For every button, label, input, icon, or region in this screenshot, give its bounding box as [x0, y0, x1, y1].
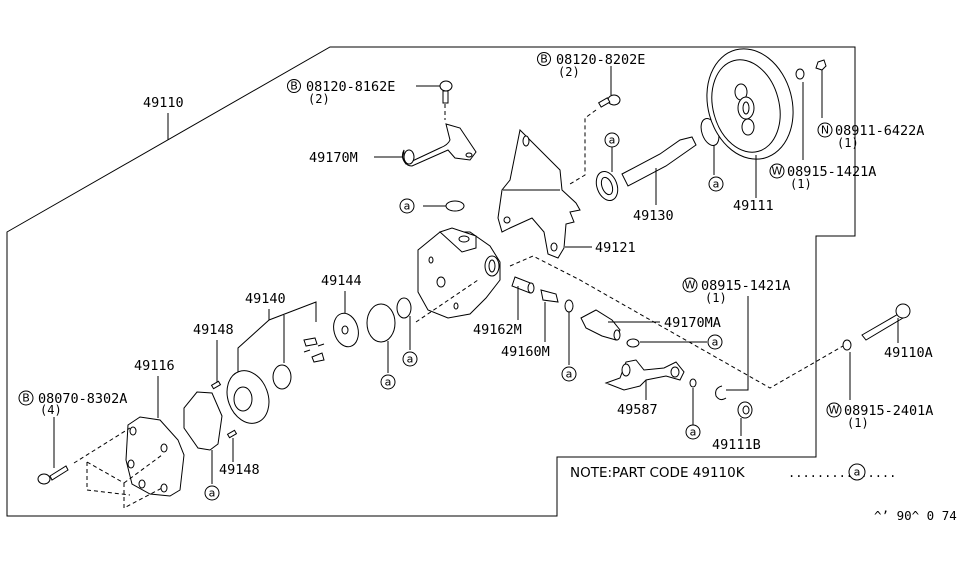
- fastener-w-08915-2401a[interactable]: W 08915-2401A (1): [826, 339, 933, 430]
- svg-text:08915-2401A: 08915-2401A: [844, 403, 933, 419]
- part-49144[interactable]: 49144: [321, 273, 362, 350]
- fastener-b-08120-8162e[interactable]: B 08120-8162E (2): [287, 79, 441, 106]
- svg-text:(2): (2): [558, 65, 580, 79]
- svg-text:49144: 49144: [321, 273, 362, 289]
- svg-text:B: B: [540, 53, 548, 66]
- o-ring-pipe: a: [685, 378, 701, 440]
- svg-text:(1): (1): [790, 177, 812, 191]
- svg-text:(1): (1): [837, 136, 859, 150]
- svg-text:49140: 49140: [245, 291, 286, 307]
- svg-text:(2): (2): [308, 92, 330, 106]
- part-49148-top[interactable]: 49148: [193, 322, 234, 390]
- part-49140[interactable]: 49140: [220, 291, 325, 429]
- svg-text:(1): (1): [847, 416, 869, 430]
- svg-text:a: a: [385, 376, 392, 389]
- svg-text:08915-1421A: 08915-1421A: [701, 278, 790, 294]
- part-49130[interactable]: a 49130: [592, 132, 697, 224]
- pump-body: [415, 227, 501, 323]
- assembly-boundary: [6, 46, 856, 517]
- svg-text:a: a: [854, 466, 861, 479]
- svg-text:08120-8162E: 08120-8162E: [306, 79, 395, 95]
- part-49110a[interactable]: 49110A: [861, 303, 933, 361]
- fastener-w-08915-1421a-top[interactable]: W 08915-1421A (1): [769, 68, 876, 191]
- fastener-w-08915-1421a-mid[interactable]: W 08915-1421A (1): [682, 277, 790, 401]
- svg-text:W: W: [685, 279, 696, 292]
- o-ring-connector: a: [626, 334, 723, 350]
- part-49111b[interactable]: 49111B: [712, 401, 761, 453]
- svg-text:49110A: 49110A: [884, 345, 933, 361]
- part-49587[interactable]: 49587: [604, 359, 685, 418]
- reference-code: ^’ 90^ 0 74: [874, 508, 957, 523]
- svg-text:49162M: 49162M: [473, 322, 522, 338]
- part-49111[interactable]: 49111: [695, 39, 805, 214]
- fastener-n-08911-6422a[interactable]: N 08911-6422A (1): [815, 59, 924, 150]
- fastener-b-08120-8202e[interactable]: B 08120-8202E (2): [537, 52, 646, 95]
- svg-text:B: B: [290, 80, 298, 93]
- svg-text:W: W: [772, 165, 783, 178]
- svg-text:49110: 49110: [143, 95, 184, 111]
- fastener-b-08070-8302a[interactable]: B 08070-8302A (4): [18, 390, 127, 485]
- svg-text:49111B: 49111B: [712, 437, 761, 453]
- svg-text:08070-8302A: 08070-8302A: [38, 391, 127, 407]
- svg-text:B: B: [22, 392, 30, 405]
- gasket: a: [183, 391, 223, 501]
- svg-text:49130: 49130: [633, 208, 674, 224]
- svg-text:N: N: [821, 124, 829, 137]
- o-ring-valve: a: [561, 299, 577, 382]
- svg-text:(1): (1): [705, 291, 727, 305]
- part-49170ma[interactable]: 49170MA: [580, 309, 721, 341]
- svg-text:08911-6422A: 08911-6422A: [835, 123, 924, 139]
- svg-text:a: a: [566, 368, 573, 381]
- bolt-icon-2: [569, 94, 621, 185]
- svg-text:a: a: [209, 487, 216, 500]
- label-49110[interactable]: 49110: [143, 95, 184, 140]
- kit-marker-oring: a: [399, 198, 465, 214]
- svg-text:(4): (4): [40, 403, 62, 417]
- svg-text:a: a: [407, 353, 414, 366]
- svg-text:49121: 49121: [595, 240, 636, 256]
- part-49121[interactable]: 49121: [497, 128, 636, 259]
- svg-text:W: W: [829, 404, 840, 417]
- bolt-icon: [439, 80, 453, 120]
- b-icon: [287, 79, 301, 93]
- svg-text:08915-1421A: 08915-1421A: [787, 164, 876, 180]
- part-49162m[interactable]: 49162M: [473, 276, 535, 338]
- svg-text:49148: 49148: [219, 462, 260, 478]
- part-49148-bottom[interactable]: 49148: [219, 429, 260, 478]
- svg-text:NOTE:PART CODE 49110K: NOTE:PART CODE 49110K: [570, 465, 746, 481]
- svg-text:a: a: [713, 178, 720, 191]
- svg-text:49170M: 49170M: [309, 150, 358, 166]
- svg-text:08120-8202E: 08120-8202E: [556, 52, 645, 68]
- centerline-right: [509, 255, 851, 389]
- svg-text:49148: 49148: [193, 322, 234, 338]
- svg-text:a: a: [404, 200, 411, 213]
- svg-text:a: a: [712, 336, 719, 349]
- svg-text:a: a: [690, 426, 697, 439]
- svg-text:...............: ...............: [788, 466, 896, 480]
- o-ring-large: a: [366, 303, 396, 390]
- svg-text:49587: 49587: [617, 402, 658, 418]
- part-49116[interactable]: 49116: [73, 358, 185, 509]
- note-part-code: NOTE:PART CODE 49110K ............... a: [570, 463, 896, 481]
- svg-text:49170MA: 49170MA: [664, 315, 721, 331]
- part-49160m[interactable]: 49160M: [501, 289, 559, 360]
- o-ring-small: a: [396, 297, 418, 367]
- svg-text:49116: 49116: [134, 358, 175, 374]
- part-49170m[interactable]: 49170M: [309, 123, 477, 167]
- svg-text:49111: 49111: [733, 198, 774, 214]
- svg-text:49160M: 49160M: [501, 344, 550, 360]
- svg-text:a: a: [609, 134, 616, 147]
